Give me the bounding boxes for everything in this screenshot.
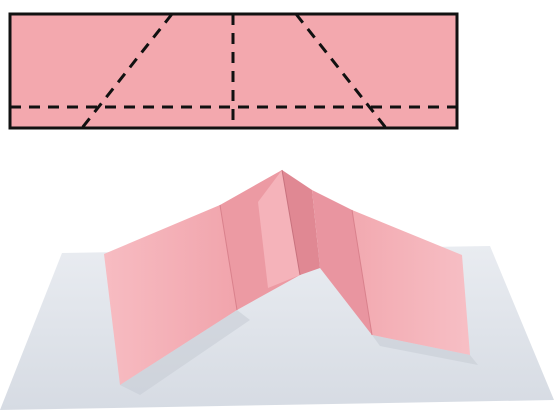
crease-pattern-diagram [0, 0, 554, 140]
left-outer-panel [104, 205, 237, 385]
folded-model-photo [0, 150, 554, 410]
right-outer-panel [352, 210, 470, 355]
crease-pattern-svg [8, 12, 459, 130]
right-diagonal-fold-line [294, 13, 388, 129]
base-shadow-right [372, 335, 478, 365]
left-diagonal-fold-line [80, 13, 174, 129]
right-inner-panel [312, 190, 372, 335]
right-fold-edge [351, 209, 373, 336]
center-fold-edge [281, 169, 301, 276]
center-peak-right-face [282, 170, 320, 275]
base-shadow-left [120, 310, 250, 395]
left-fold-edge [219, 204, 238, 311]
folded-model-svg [0, 169, 554, 410]
center-peak-left-face [258, 170, 300, 288]
